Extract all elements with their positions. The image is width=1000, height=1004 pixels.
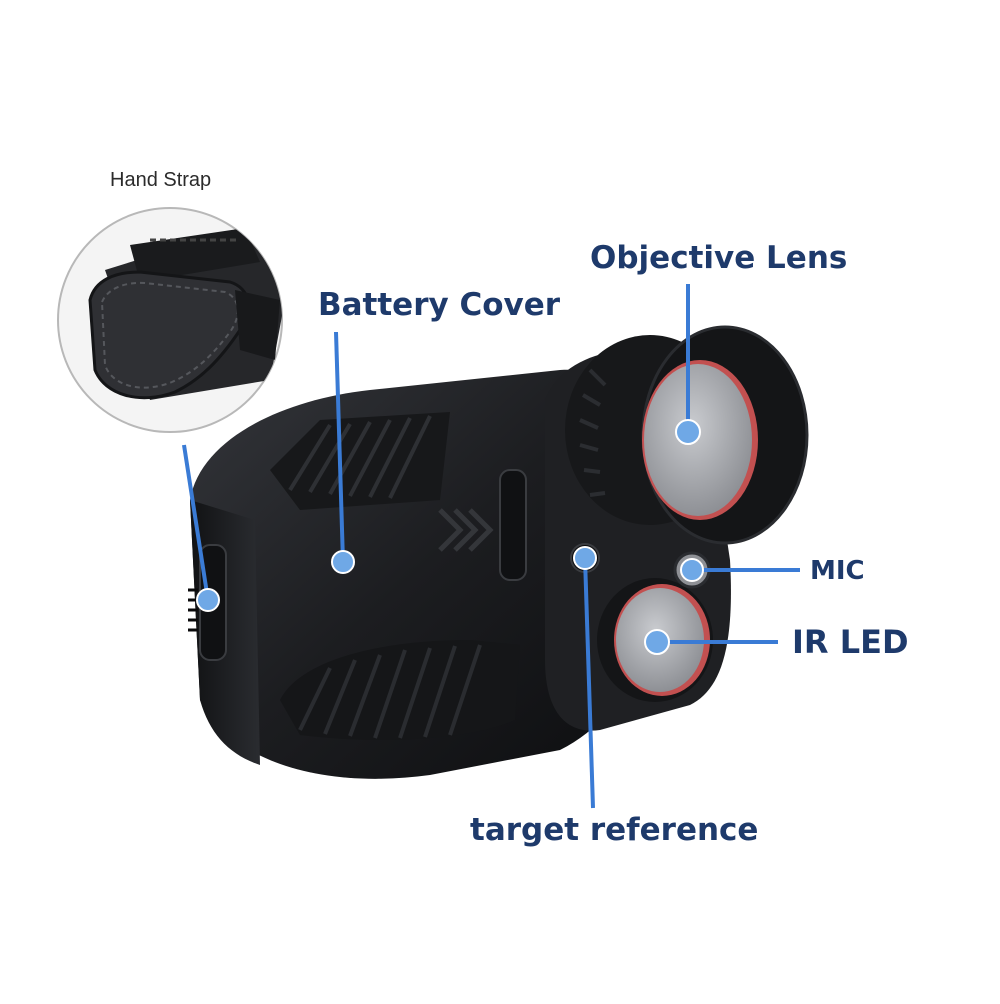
label-hand-strap: Hand Strap	[110, 169, 212, 191]
label-mic: MIC	[810, 556, 865, 586]
callout-battery-cover	[331, 331, 355, 574]
label-battery-cover: Battery Cover	[318, 287, 561, 323]
objective-lens	[565, 325, 809, 545]
device-body	[188, 369, 642, 779]
callout-hand-strap	[182, 444, 220, 612]
callout-target-reference	[573, 546, 597, 809]
label-objective-lens: Objective Lens	[590, 240, 848, 276]
callout-mic	[680, 558, 800, 582]
label-target-reference: target reference	[470, 812, 759, 848]
callout-ir-led	[644, 629, 778, 655]
label-ir-led: IR LED	[792, 623, 909, 661]
callout-objective-lens	[675, 284, 701, 445]
hand-strap-inset	[57, 207, 283, 433]
